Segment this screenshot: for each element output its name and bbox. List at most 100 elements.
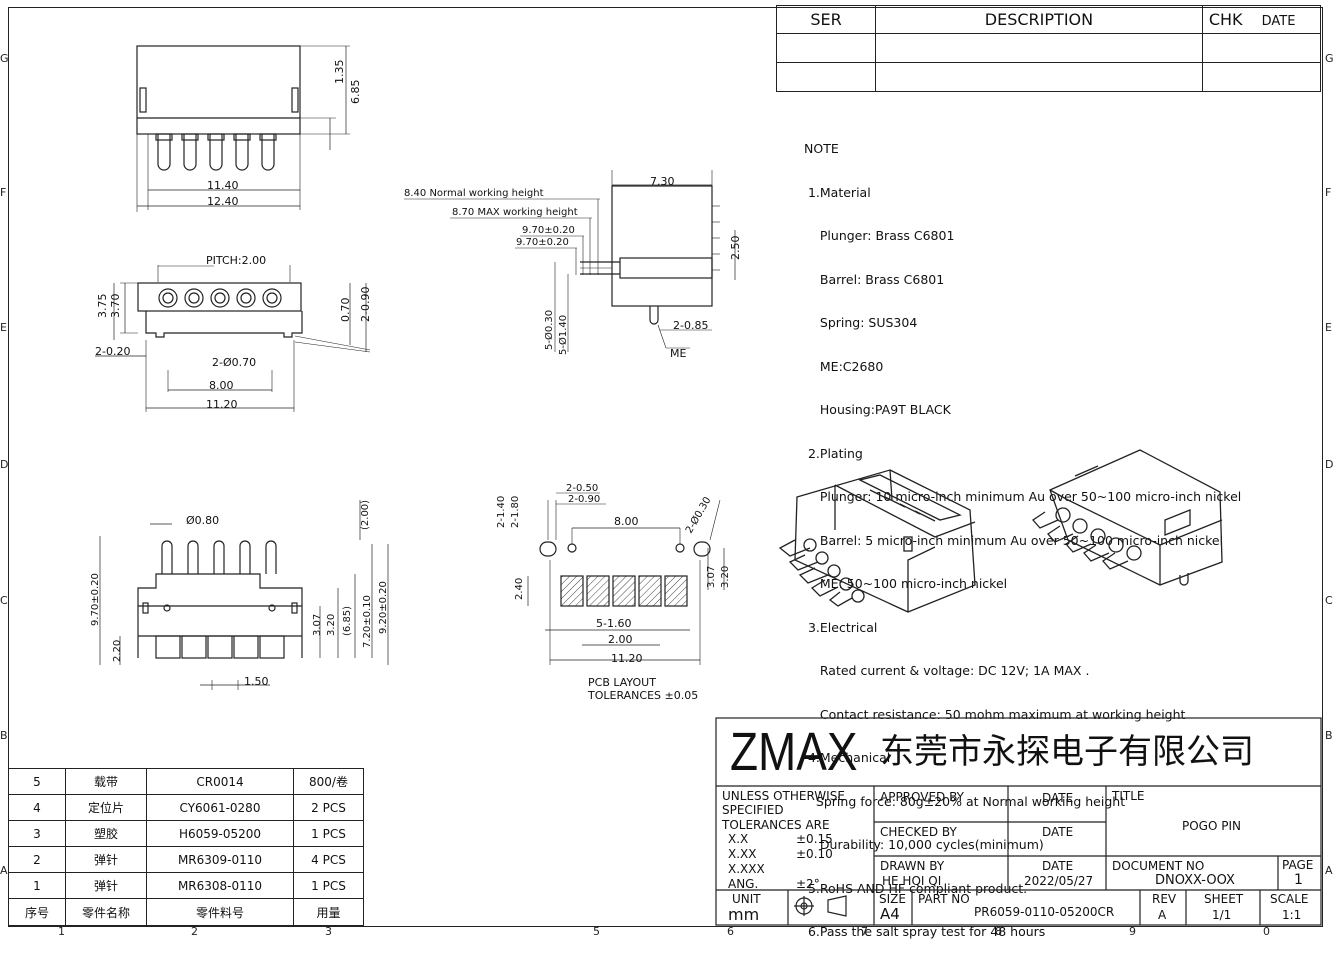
tol-value: ±2°	[796, 877, 820, 891]
dim-text: 9.70±0.20	[90, 573, 101, 626]
zone-row: A	[0, 864, 8, 877]
dim-text: PITCH:2.00	[206, 254, 267, 267]
dim-text: 7.30	[650, 175, 675, 188]
company-logo: ZMAX	[730, 722, 858, 782]
unit-label: UNIT	[732, 892, 761, 906]
notes-heading: NOTE	[804, 141, 839, 156]
bom-cell: 1	[8, 872, 66, 899]
zone-col: 8	[995, 925, 1002, 938]
bom-cell: 800/卷	[293, 768, 364, 795]
notes-line: Durability: 10,000 cycles(minimum)	[804, 837, 1044, 852]
pcb-tolerance-label: TOLERANCES ±0.05	[588, 689, 699, 702]
sheet-value: 1/1	[1212, 908, 1232, 922]
dim-text: 2-0.50	[566, 483, 599, 494]
approved-date-label: DATE	[1042, 791, 1074, 805]
bom-header: 零件名称	[65, 898, 147, 926]
tol-specified: SPECIFIED	[722, 803, 784, 817]
dim-text: 2.50	[729, 235, 742, 261]
notes-line: Housing:PA9T BLACK	[804, 402, 951, 417]
zone-row: G	[0, 52, 9, 65]
bom-table: 5 载带 CR0014 800/卷 4 定位片 CY6061-0280 2 PC…	[8, 768, 364, 926]
dim-text: Ø0.80	[186, 514, 220, 527]
rev-label: REV	[1152, 892, 1177, 906]
dim-text: 6.85	[349, 79, 362, 105]
notes-line: 3.Electrical	[804, 619, 878, 635]
dim-text: 11.20	[611, 652, 643, 665]
bom-cell: 弹针	[65, 872, 147, 899]
bom-cell: H6059-05200	[146, 820, 294, 847]
size-label: SIZE	[879, 892, 906, 906]
zone-col: 6	[727, 925, 734, 938]
bom-cell: 塑胶	[65, 820, 147, 847]
dim-text: 5-Ø1.40	[558, 314, 569, 355]
rev-header-description: DESCRIPTION	[875, 5, 1203, 34]
zone-col: 0	[1263, 925, 1270, 938]
zone-row: F	[0, 186, 7, 199]
dim-text: ME	[670, 347, 687, 360]
notes-line: Spring: SUS304	[804, 315, 918, 330]
dim-text: 11.20	[206, 398, 238, 411]
tol-key: X.XX	[728, 847, 757, 861]
bom-cell: 5	[8, 768, 66, 795]
notes-line: 6.Pass the salt spray test for 48 hours	[804, 924, 1046, 939]
isometric-view-2	[1032, 449, 1223, 586]
notes-line: 2.Plating	[804, 445, 863, 461]
rev-cell	[875, 62, 1203, 92]
document-number: DNOXX-OOX	[1155, 873, 1235, 888]
zone-row: C	[0, 594, 8, 607]
dim-text: 8.00	[614, 515, 639, 528]
zone-col: 9	[1129, 925, 1136, 938]
bom-cell: 1 PCS	[293, 820, 364, 847]
dim-text: 2-1.40	[496, 495, 507, 528]
dim-text: 5-Ø0.30	[544, 309, 555, 350]
dim-text: 2-0.90	[359, 286, 372, 322]
rev-header-chk: CHK	[1208, 10, 1243, 29]
dim-text: 2-0.20	[95, 345, 131, 358]
notes-line: 4.Mechanical	[804, 750, 891, 765]
bom-cell: 2	[8, 846, 66, 873]
rev-header-ser: SER	[775, 5, 877, 34]
dim-text: 3.70	[109, 293, 122, 319]
zone-row: G	[1325, 52, 1334, 65]
dim-text: 2-Ø0.70	[212, 356, 257, 369]
drawing-title: POGO PIN	[1182, 819, 1241, 833]
zone-col: 1	[58, 925, 65, 938]
tol-value: ±0.15	[796, 832, 833, 846]
dim-text: 3.07	[312, 613, 323, 636]
bom-cell: CR0014	[146, 768, 294, 795]
bom-header: 用量	[293, 898, 364, 926]
dim-text: (2.00)	[360, 499, 371, 530]
dim-text: 8.40 Normal working height	[404, 188, 544, 199]
zone-row: D	[0, 458, 9, 471]
document-label: DOCUMENT NO	[1112, 859, 1205, 873]
tol-are: TOLERANCES ARE	[722, 818, 830, 832]
title-label: TITLE	[1112, 789, 1145, 803]
bom-header: 序号	[8, 898, 66, 926]
sheet-label: SHEET	[1204, 892, 1244, 906]
bom-cell: MR6308-0110	[146, 872, 294, 899]
dim-text: 8.00	[209, 379, 234, 392]
drawn-by-label: DRAWN BY	[880, 859, 945, 873]
dim-text: 0.70	[339, 297, 352, 323]
drawn-date: 2022/05/27	[1024, 874, 1094, 888]
dim-text: 3.07	[706, 565, 717, 588]
bom-cell: 4	[8, 794, 66, 821]
isometric-view-1	[778, 469, 976, 613]
dim-text: 2-1.80	[510, 495, 521, 528]
bom-cell: 定位片	[65, 794, 147, 821]
dim-text: 1.50	[244, 675, 269, 688]
bom-cell: 2 PCS	[293, 794, 364, 821]
dim-text: 12.40	[207, 195, 239, 208]
notes-line: Barrel: Brass C6801	[804, 271, 945, 287]
rev-cell	[875, 33, 1203, 63]
pcb-layout-drawing	[527, 492, 725, 665]
bom-cell: 3	[8, 820, 66, 847]
tol-key: ANG.	[728, 877, 759, 891]
notes-block: NOTE 1.Material Plunger: Brass C6801 Bar…	[804, 113, 1241, 954]
company-name: 东莞市永探电子有限公司	[880, 732, 1254, 772]
drawn-by-name: HE HQI QI	[882, 874, 942, 888]
zone-row: D	[1325, 458, 1334, 471]
drawing-frame	[8, 7, 1323, 927]
zone-row: B	[0, 729, 8, 742]
tol-unless: UNLESS OTHERWISE	[722, 789, 845, 803]
